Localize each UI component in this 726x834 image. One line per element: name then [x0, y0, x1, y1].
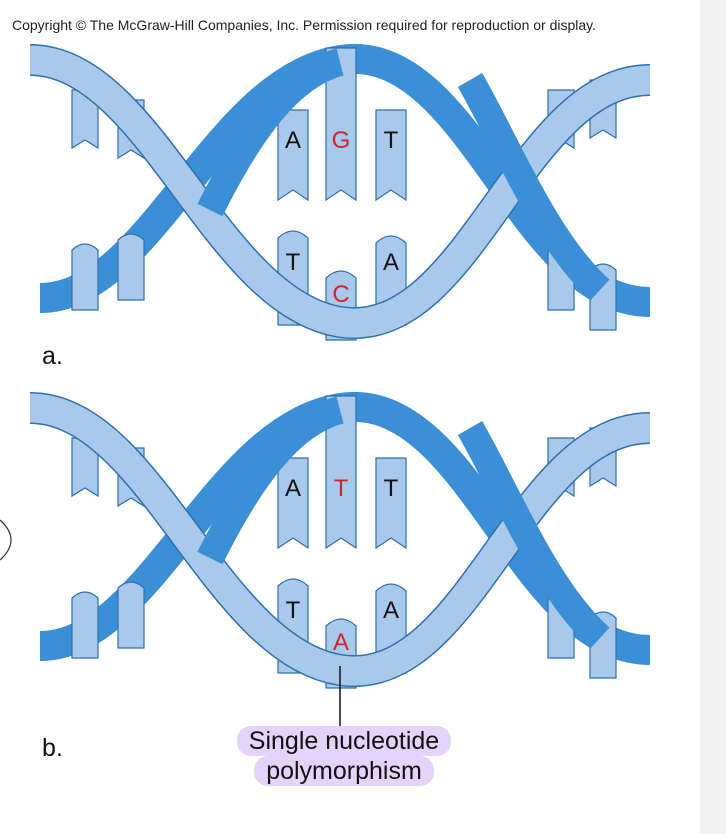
page-gutter [700, 0, 726, 834]
dna-front-strand [29, 45, 651, 338]
panel-a-bottom-base-1-letter: C [332, 281, 349, 308]
panel-a-top-base-0-letter: A [285, 127, 301, 154]
panel-b-bottom-base-1-letter: A [333, 629, 349, 656]
base-plate-top [325, 47, 357, 202]
snp-annotation-line1: Single nucleotide [236, 726, 452, 756]
snp-annotation: Single nucleotide polymorphism [214, 726, 474, 806]
outer-base-bottom [71, 591, 99, 659]
panel-a-bottom-base-2-letter: A [383, 249, 399, 276]
snp-pointer-line [339, 666, 341, 736]
panel-b-top-base-1-letter: T [334, 475, 349, 502]
panel-b-bottom-base-2-letter: A [383, 597, 399, 624]
panel-b-top-base-2-letter: T [384, 475, 399, 502]
dna-back-strand-overlap [197, 48, 345, 217]
panel-a-bottom-base-0-letter: T [286, 249, 301, 276]
dna-back-strand-overlap [457, 421, 610, 649]
base-plate-top [375, 109, 407, 202]
panel-a-top-base-1-letter: G [332, 127, 351, 154]
panel-b-top-base-0-letter: A [285, 475, 301, 502]
panel-a-top-base-2-letter: T [384, 127, 399, 154]
chevron-right-icon [0, 519, 12, 561]
base-plate-top [277, 457, 309, 550]
dna-back-strand-overlap [197, 396, 345, 565]
outer-base-bottom [117, 581, 145, 649]
panel-b-bottom-base-0-letter: T [286, 597, 301, 624]
dna-helix-a: A T G C T A [28, 43, 652, 341]
panel-b-label: b. [42, 734, 63, 762]
base-plate-top [375, 457, 407, 550]
outer-base-bottom [71, 243, 99, 311]
base-plate-top [325, 395, 357, 550]
base-plate-top [277, 109, 309, 202]
outer-base-bottom [117, 233, 145, 301]
dna-helix-b: A T T A T A [28, 391, 652, 689]
snp-annotation-line2: polymorphism [254, 756, 434, 786]
dna-back-strand-overlap [457, 73, 610, 301]
panel-a-label: a. [42, 342, 63, 370]
copyright-notice: Copyright © The McGraw-Hill Companies, I… [12, 17, 597, 33]
